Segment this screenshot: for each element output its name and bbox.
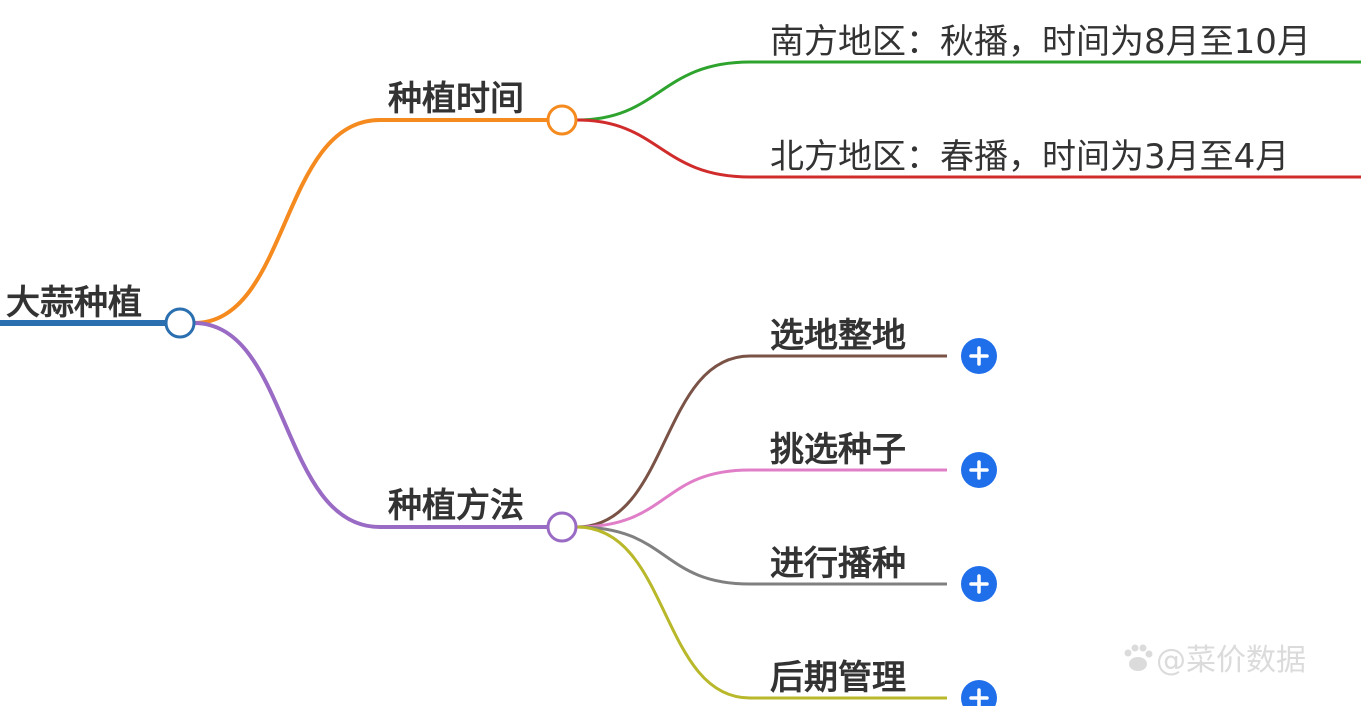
watermark: @菜价数据 [1124,643,1306,678]
planting-time-node-circle[interactable] [546,104,578,136]
sub-label-select-seeds: 挑选种子 [770,430,906,470]
expand-select-seeds-button[interactable] [961,452,997,488]
sub-label-sowing: 进行播种 [770,544,906,584]
connector-management [576,525,947,700]
branch-label-planting-method: 种植方法 [388,486,524,526]
connector-planting-time [193,118,549,325]
connector-north-region [576,118,1361,179]
leaf-label-north-region: 北方地区：春播，时间为3月至4月 [770,137,1289,177]
plus-icon [969,346,989,366]
branch-label-planting-time: 种植时间 [388,79,524,119]
connector-select-land [576,354,947,529]
connector-south-region [576,60,1361,122]
expand-select-land-button[interactable] [961,338,997,374]
sub-label-management: 后期管理 [770,658,906,698]
plus-icon [969,460,989,480]
root-label: 大蒜种植 [6,283,142,323]
root-node-circle[interactable] [164,307,196,339]
leaf-label-south-region: 南方地区：秋播，时间为8月至10月 [770,22,1311,62]
plus-icon [969,574,989,594]
planting-method-node-circle[interactable] [546,511,578,543]
plus-icon [969,688,989,706]
connector-sowing [576,525,947,586]
connector-select-seeds [576,468,947,529]
connector-planting-method [193,321,549,529]
paw-icon [1124,644,1153,671]
expand-management-button[interactable] [961,680,997,706]
sub-label-select-land: 选地整地 [770,316,906,356]
watermark-text: @菜价数据 [1156,643,1306,678]
expand-sowing-button[interactable] [961,566,997,602]
